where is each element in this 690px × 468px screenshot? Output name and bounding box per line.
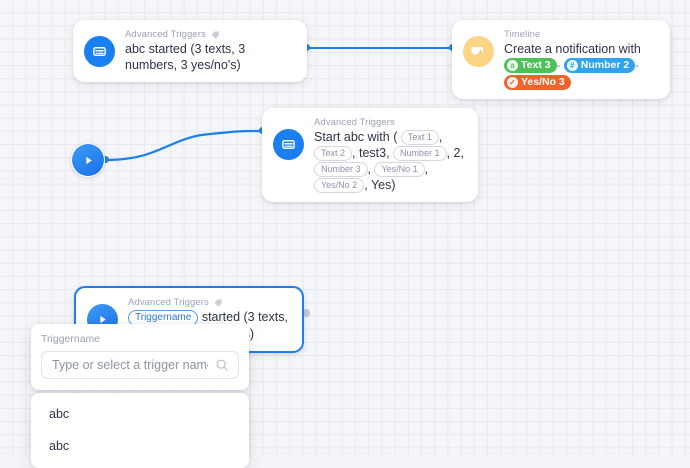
play-icon	[72, 144, 104, 176]
token-text-3[interactable]: a Text 3	[504, 58, 557, 73]
token-separator: -	[556, 60, 561, 72]
node-kicker: Advanced Triggers	[125, 29, 294, 40]
port-triggername-output[interactable]	[302, 309, 310, 317]
arg-label: Number 1	[400, 148, 440, 158]
arg-label: Yes/No 1	[381, 164, 418, 174]
arg-yes: Yes	[370, 178, 392, 192]
token-label: Triggername	[135, 312, 192, 323]
arg-test3: test3	[358, 146, 387, 160]
node-text: Create a notification with a Text 3 - # …	[504, 41, 657, 90]
node-text: Start abc with ( Text 1, Text 2, test3, …	[314, 130, 464, 193]
search-icon[interactable]	[215, 358, 229, 372]
arg-number-1[interactable]: Number 1	[393, 146, 447, 161]
node-kicker-label: Timeline	[504, 29, 541, 40]
node-kicker: Advanced Triggers	[314, 117, 465, 128]
arg-yesno-2[interactable]: Yes/No 2	[314, 178, 365, 193]
arg-label: Text 2	[321, 148, 346, 158]
arg-2: 2	[453, 146, 461, 160]
arg-yesno-1[interactable]: Yes/No 1	[374, 162, 425, 177]
token-label: Yes/No 3	[521, 76, 565, 88]
arg-text-2[interactable]: Text 2	[314, 146, 353, 161]
dropdown-label: Triggername	[41, 333, 101, 345]
token-number-2[interactable]: # Number 2	[563, 58, 636, 73]
notification-text-prefix: Create a notification with	[504, 42, 641, 56]
token-badge-hash: #	[566, 60, 578, 71]
dropdown-option-list[interactable]: abc abc	[31, 393, 249, 468]
search-input[interactable]: Type or select a trigger name	[41, 351, 239, 379]
dropdown-option-abc-1[interactable]: abc	[49, 407, 70, 421]
form-lines-icon	[84, 36, 115, 67]
form-lines-icon	[273, 129, 304, 160]
token-separator: -	[635, 60, 639, 72]
arg-number-3[interactable]: Number 3	[314, 162, 368, 177]
arg-text-1[interactable]: Text 1	[400, 130, 439, 145]
node-start-play[interactable]	[71, 143, 105, 177]
token-yesno-3[interactable]: ✓ Yes/No 3	[504, 75, 571, 90]
start-abc-suffix: )	[391, 178, 396, 192]
token-label: Text 3	[521, 59, 551, 71]
tag-icon	[211, 31, 219, 39]
node-timeline-notification[interactable]: Timeline Create a notification with a Te…	[452, 20, 670, 99]
arg-label: Text 1	[407, 132, 432, 142]
node-kicker-label: Advanced Triggers	[314, 117, 395, 128]
port-start-output[interactable]	[102, 156, 109, 163]
start-abc-prefix: Start abc with (	[314, 130, 398, 144]
arg-label: Yes/No 2	[321, 180, 358, 190]
node-kicker-label: Advanced Triggers	[125, 29, 206, 40]
node-text: abc started (3 texts, 3 numbers, 3 yes/n…	[125, 42, 246, 72]
token-badge-letter-a: a	[507, 60, 518, 71]
token-label: Number 2	[580, 59, 630, 71]
speech-bubble-warning-icon	[463, 36, 494, 67]
arg-label: Number 3	[321, 164, 361, 174]
tag-icon	[214, 299, 222, 307]
node-kicker-label: Advanced Triggers	[128, 297, 209, 308]
dropdown-option-abc-2[interactable]: abc	[49, 439, 70, 453]
search-input-placeholder: Type or select a trigger name	[52, 358, 208, 372]
node-kicker: Timeline	[504, 29, 657, 40]
node-start-abc[interactable]: Advanced Triggers Start abc with ( Text …	[262, 108, 478, 202]
trigger-name-dropdown[interactable]: Triggername Type or select a trigger nam…	[31, 324, 249, 468]
dropdown-header: Triggername Type or select a trigger nam…	[31, 324, 249, 390]
node-kicker: Advanced Triggers	[128, 297, 289, 308]
token-badge-check: ✓	[507, 77, 518, 88]
edge-start-to-startabc	[105, 129, 263, 162]
node-trigger-started[interactable]: Advanced Triggers abc started (3 texts, …	[73, 20, 307, 82]
